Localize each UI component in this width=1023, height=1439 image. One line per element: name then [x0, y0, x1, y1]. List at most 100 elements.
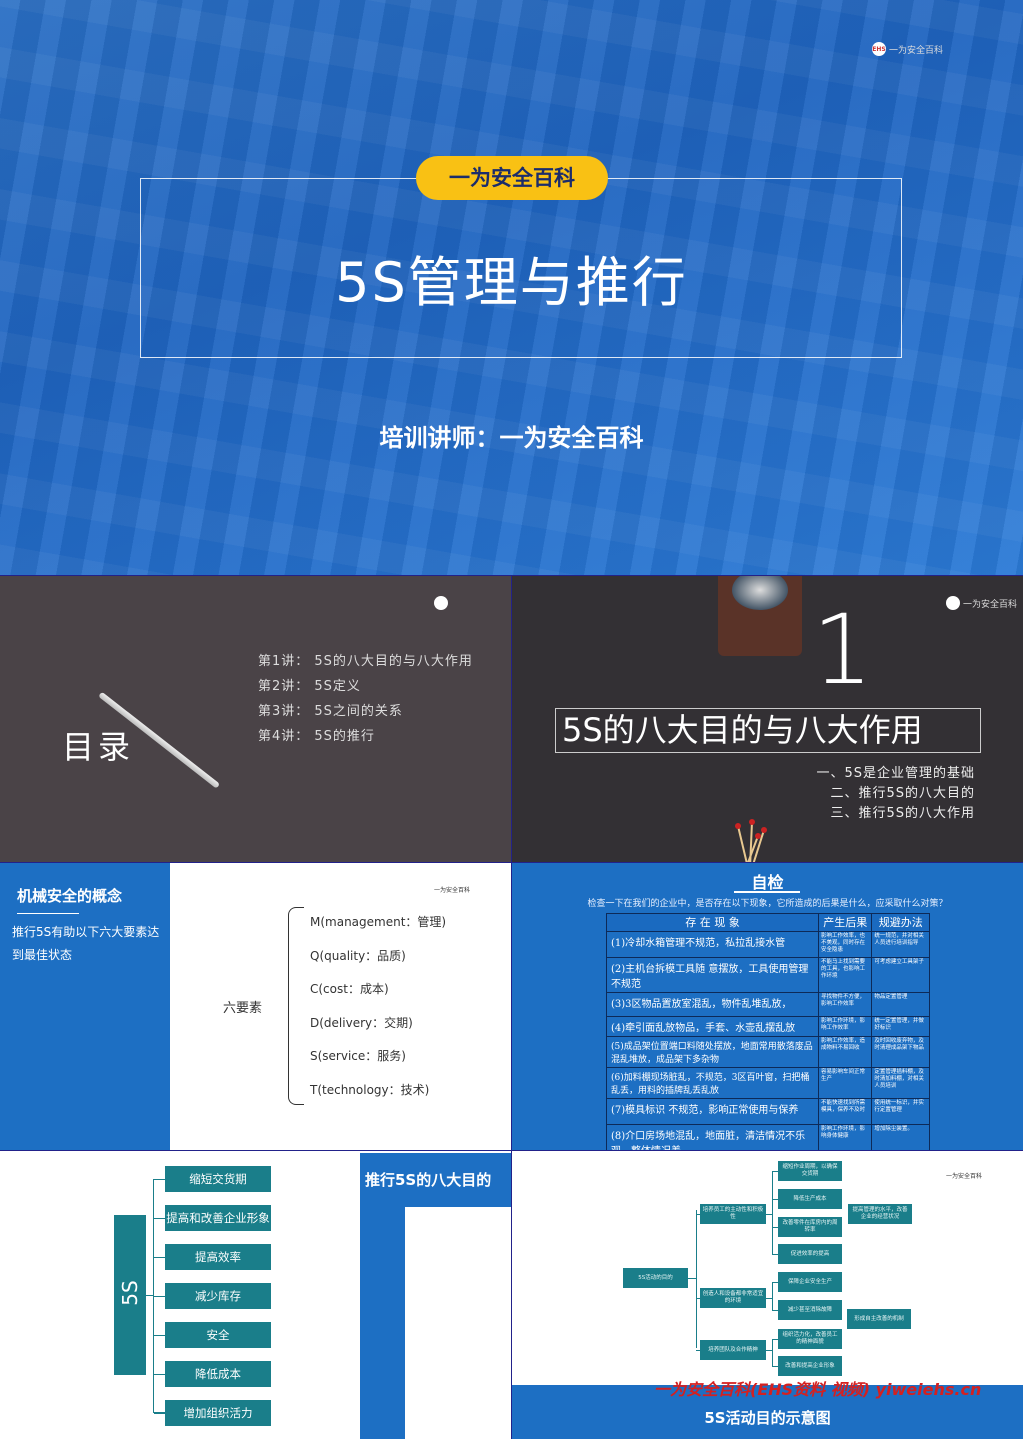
concept-slide: 机械安全的概念 推行5S有助以下六大要素达到最佳状态 一为安全百科 六要素 M(…: [0, 863, 511, 1150]
consequence-cell: 不能快速找到所需模具，保养不及时: [817, 1098, 873, 1125]
root-label: 5S: [118, 1280, 142, 1306]
table-row: (6)加料棚现场脏乱，不规范，3区百叶窗，扫把桶乱丢，用料的插牌乱丢乱放容易影响…: [606, 1067, 930, 1099]
goals-banner: 推行5S的八大目的: [360, 1153, 511, 1207]
table-row: (3)3区物品置放室混乱，物件乱堆乱放，寻找物件不方便，影响工作效率物品定置管理: [606, 992, 930, 1017]
consequence-cell: 影响工作环境，影响工作效率: [817, 1016, 873, 1037]
element-item: S(service：服务): [310, 1049, 406, 1064]
chapter-slide: 一为安全百科 1 5S的八大目的与八大作用 一、5S是企业管理的基础 二、推行5…: [512, 576, 1023, 862]
element-item: T(technology：技术): [310, 1082, 430, 1097]
chapter-number: 1: [812, 594, 874, 706]
toc-item: 第3讲： 5S之间的关系: [258, 704, 403, 719]
goal-node: 安全: [165, 1322, 271, 1348]
toc-item: 第4讲： 5S的推行: [258, 729, 375, 744]
connector: [154, 1218, 165, 1219]
phenomenon-cell: (5)成品架位置端口料随处摆放，地面常用散落废品混乱堆放，成品架下多杂物: [606, 1036, 819, 1068]
remedy-cell: 及时回收废弃物，及时清理成品架下物品: [871, 1036, 930, 1068]
logo-text: 一为安全百科: [888, 45, 943, 56]
toc-slide: 目录 第1讲： 5S的八大目的与八大作用 第2讲： 5S定义 第3讲： 5S之间…: [0, 576, 511, 862]
phenomenon-cell: (1)冷却水箱管理不规范，私拉乱接水管: [606, 931, 819, 958]
cover-title: 5S管理与推行: [335, 251, 688, 314]
connector: [772, 1254, 778, 1255]
leaf-node: 改善零件在库房内的周转率: [778, 1217, 842, 1237]
toc-item: 第1讲： 5S的八大目的与八大作用: [258, 654, 473, 669]
outcome-node: 提高管理的水平，改善企业的经营状况: [848, 1204, 912, 1224]
branch-node: 培养员工的主动性和积极性: [700, 1204, 766, 1224]
six-elements-label: 六要素: [223, 1001, 263, 1016]
connector: [696, 1214, 700, 1215]
consequence-cell: 影响工作环境，影响身体健康: [817, 1124, 873, 1150]
phenomenon-cell: (8)介口房场地混乱，地面脏，清洁情况不乐观，整体情况差: [606, 1124, 819, 1150]
table-row: (8)介口房场地混乱，地面脏，清洁情况不乐观，整体情况差影响工作环境，影响身体健…: [606, 1124, 930, 1150]
side-bar: [360, 1207, 405, 1439]
phenomenon-cell: (3)3区物品置放室混乱，物件乱堆乱放，: [606, 992, 819, 1017]
footer-bar: [512, 1385, 1023, 1439]
ehs-logo-icon: EHS: [871, 42, 886, 56]
goal-node: 提高效率: [165, 1244, 271, 1270]
compass-image: [718, 576, 802, 656]
selfcheck-title: 自检: [751, 873, 784, 892]
consequence-cell: 寻找物件不方便，影响工作效率: [817, 992, 873, 1017]
leaf-node: 组织活力化，改善员工的精神面貌: [778, 1329, 842, 1349]
eight-goals-slide: 5S 缩短交货期提高和改善企业形象提高效率减少库存安全降低成本增加组织活力 推行…: [0, 1151, 511, 1439]
connector: [772, 1282, 773, 1310]
connector: [688, 1278, 696, 1279]
logo-text: 一为安全百科: [946, 1173, 983, 1180]
connector: [696, 1210, 697, 1348]
selfcheck-question: 检查一下在我们的企业中，是否存在以下现象，它所造成的后果是什么，应采取什么对策？: [587, 899, 948, 909]
selfcheck-table: 存 在 现 象 产生后果 规避办法 (1)冷却水箱管理不规范，私拉乱接水管影响工…: [606, 913, 930, 1150]
branch-node: 培养团队及合作精神: [700, 1340, 766, 1360]
table-row: (1)冷却水箱管理不规范，私拉乱接水管影响工作效率，也不美观，同时存在安全隐患统…: [606, 931, 930, 958]
table-header: 存 在 现 象 产生后果 规避办法: [606, 913, 930, 932]
phenomenon-cell: (4)牵引面乱放物品，手套、水壶乱摆乱放: [606, 1016, 819, 1037]
connector: [154, 1413, 165, 1414]
connector: [146, 1295, 154, 1296]
leaf-node: 缩短作业周期，以确保交货期: [778, 1161, 842, 1181]
connector: [772, 1282, 778, 1283]
logo: [434, 596, 448, 610]
connector: [154, 1296, 165, 1297]
chapter-subtopics: 一、5S是企业管理的基础 二、推行5S的八大目的 三、推行5S的八大作用: [816, 764, 975, 824]
consequence-cell: 不能马上找到需要的工具，也影响工作环境: [817, 957, 873, 993]
remedy-cell: 可考虑建立工具架子: [871, 957, 930, 993]
remedy-cell: 物品定置管理: [871, 992, 930, 1017]
ehs-logo-icon: [434, 596, 448, 610]
factory-background: [0, 0, 1023, 575]
title-underline: [17, 913, 79, 914]
subtopic: 三、推行5S的八大作用: [830, 806, 975, 821]
header-cell: 规避办法: [871, 913, 930, 932]
leaf-node: 促进效率的提高: [778, 1244, 842, 1264]
divider: [0, 1150, 1023, 1151]
logo-text: 一为安全百科: [434, 887, 471, 894]
goal-node: 减少库存: [165, 1283, 271, 1309]
concept-sidebar: 机械安全的概念 推行5S有助以下六大要素达到最佳状态: [0, 863, 170, 1150]
brace: [288, 907, 304, 1105]
toc-list: 第1讲： 5S的八大目的与八大作用 第2讲： 5S定义 第3讲： 5S之间的关系…: [258, 650, 508, 750]
connector: [696, 1298, 700, 1299]
table-row: (5)成品架位置端口料随处摆放，地面常用散落废品混乱堆放，成品架下多杂物影响工作…: [606, 1036, 930, 1068]
connector: [154, 1335, 165, 1336]
connector: [154, 1374, 165, 1375]
trainer-label: 培训讲师：一为安全百科: [379, 424, 644, 452]
header-cell: 存 在 现 象: [606, 913, 819, 932]
logo: 一为安全百科: [946, 596, 1017, 610]
connector: [696, 1350, 700, 1351]
subtopic: 一、5S是企业管理的基础: [816, 766, 975, 781]
remedy-cell: 使用统一标识，并实行定置管理: [871, 1098, 930, 1125]
connector: [766, 1350, 772, 1351]
goal-node: 提高和改善企业形象: [165, 1205, 271, 1231]
connector: [766, 1298, 772, 1299]
divider: [511, 575, 512, 1439]
consequence-cell: 影响工作效率，造成物料不易回收: [817, 1036, 873, 1068]
purpose-diagram-slide: 一为安全百科 5S活动的目的培养员工的主动性和积极性创造人和设备都非常适宜的环境…: [512, 1151, 1023, 1439]
remedy-cell: 增加除尘装置。: [871, 1124, 930, 1150]
leaf-node: 改善和提高企业形象: [778, 1356, 842, 1376]
logo-text: 一为安全百科: [963, 599, 1018, 610]
element-item: C(cost：成本): [310, 982, 389, 997]
matches-image: [735, 819, 767, 862]
brand-pill: 一为安全百科: [416, 156, 608, 200]
remedy-cell: 定置管理插料棚，及时清加料棚，对相关人员培训: [871, 1067, 930, 1099]
leaf-node: 保障企业安全生产: [778, 1272, 842, 1292]
concept-desc: 推行5S有助以下六大要素达到最佳状态: [12, 925, 160, 962]
